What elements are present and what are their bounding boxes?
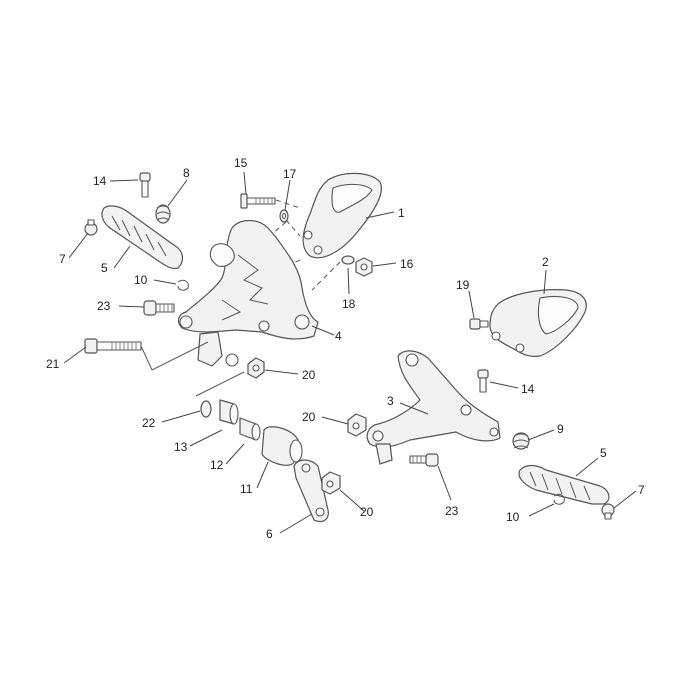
nut-20-upper	[247, 357, 265, 379]
footpeg-left	[101, 205, 184, 270]
long-bolt-21	[84, 338, 142, 354]
callout-6: 6	[266, 527, 273, 541]
callout-20-lower: 20	[360, 505, 374, 519]
pin-14-left	[139, 172, 151, 198]
heel-guard-right	[489, 289, 587, 357]
callout-23-left: 23	[97, 299, 111, 313]
callout-23-right: 23	[445, 504, 459, 518]
spring-8	[155, 204, 171, 224]
bracket-right	[366, 350, 501, 465]
spacer-13	[219, 399, 239, 425]
link-plate-6	[293, 459, 329, 523]
callout-21: 21	[46, 357, 60, 371]
nut-20-lower	[321, 471, 341, 495]
nut-16	[355, 257, 373, 277]
heel-guard-left	[302, 172, 382, 259]
callout-10-left: 10	[134, 273, 148, 287]
callout-7-left: 7	[59, 252, 66, 266]
callout-15: 15	[234, 156, 248, 170]
screw-19	[469, 318, 489, 330]
pin-14-right	[477, 369, 489, 393]
callout-3: 3	[387, 394, 394, 408]
washer-18	[341, 255, 355, 265]
spring-9	[512, 432, 530, 450]
callout-8: 8	[183, 166, 190, 180]
callout-1: 1	[398, 206, 405, 220]
callout-20-right: 20	[302, 410, 316, 424]
detent-ball-left	[84, 219, 98, 236]
callout-2: 2	[542, 255, 549, 269]
callout-19: 19	[456, 278, 470, 292]
callout-labels: 14 8 7 5 10 23 21 15 17 1 16 18 4 20 22 …	[46, 156, 645, 541]
bushing-11	[261, 426, 303, 466]
washer-22	[200, 400, 212, 418]
detent-ball-right	[601, 503, 615, 520]
callout-16: 16	[400, 257, 414, 271]
spacer-12	[239, 417, 261, 441]
callout-10-right: 10	[506, 510, 520, 524]
leader-lines	[63, 171, 637, 534]
callout-18: 18	[342, 297, 356, 311]
callout-22: 22	[142, 416, 156, 430]
washer-17	[279, 209, 289, 223]
callout-14-left: 14	[93, 174, 107, 188]
clip-left	[177, 279, 189, 291]
callout-20-upper: 20	[302, 368, 316, 382]
nut-20-right	[347, 413, 367, 437]
bolt-23-right	[409, 453, 439, 467]
clip-right	[553, 493, 565, 505]
callout-4: 4	[335, 329, 342, 343]
callout-14-right: 14	[521, 382, 535, 396]
callout-9: 9	[557, 422, 564, 436]
callout-5-right: 5	[600, 446, 607, 460]
bolt-15	[240, 193, 276, 209]
callout-13: 13	[174, 440, 188, 454]
footpeg-right	[518, 464, 610, 505]
bolt-23-left	[143, 300, 175, 316]
callout-12: 12	[210, 458, 224, 472]
bracket-left	[177, 219, 319, 367]
callout-17: 17	[283, 167, 297, 181]
callout-7-right: 7	[638, 483, 645, 497]
callout-11: 11	[240, 482, 253, 496]
callout-5-left: 5	[101, 261, 108, 275]
